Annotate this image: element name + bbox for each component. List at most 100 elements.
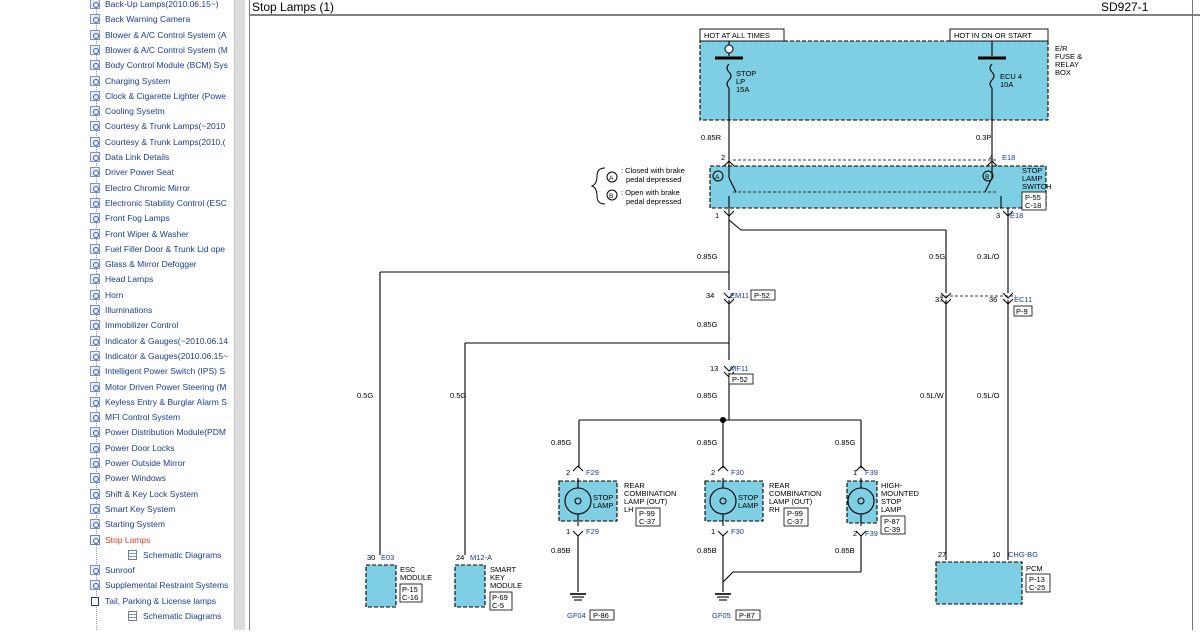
tree-item[interactable]: Electronic Stability Control (ESC — [90, 196, 227, 210]
tree-item[interactable]: Power Door Locks — [90, 441, 174, 455]
diagram-icon — [90, 29, 100, 40]
tree-item[interactable]: Power Distribution Module(PDM — [90, 425, 226, 439]
tree-item[interactable]: Illuminations — [90, 303, 152, 317]
hm-name-1: HIGH- — [881, 481, 903, 490]
connector-label: M12-A — [470, 553, 492, 562]
tree-item[interactable]: Horn — [90, 288, 123, 302]
legend-a-icon: A — [609, 175, 614, 182]
tree-item-label: Shift & Key Lock System — [105, 488, 199, 499]
tree-item[interactable]: Cooling Sysetm — [90, 104, 165, 118]
tree-item[interactable]: Head Lamps — [90, 272, 153, 286]
pcm-module — [935, 561, 1023, 605]
tree-item[interactable]: Courtesy & Trunk Lamps(2010.( — [90, 135, 225, 149]
tree-item[interactable]: Smart Key System — [90, 502, 175, 516]
wire-label: 0.85G — [697, 252, 718, 261]
tree-item-label: MFI Control System — [105, 412, 181, 423]
smart-key-name-2: KEY — [490, 573, 505, 582]
tree-item[interactable]: Glass & Mirror Defogger — [90, 257, 197, 271]
diagram-icon — [90, 519, 100, 530]
tree-item[interactable]: Supplemental Restraint Systems — [90, 578, 228, 592]
pin-label: 1 — [715, 211, 719, 220]
tree-item[interactable]: Driver Power Seat — [90, 165, 174, 179]
wire-label: 0.85B — [835, 546, 855, 555]
wire-label: 0.85R — [701, 133, 722, 142]
tree-item[interactable]: Motor Driven Power Steering (M — [90, 380, 226, 394]
diagram-icon — [90, 152, 100, 162]
tree-item[interactable]: Blower & A/C Control System (M — [90, 43, 228, 57]
tree-item-label: Illuminations — [105, 305, 153, 315]
tree-item[interactable]: Fuel Filler Door & Trunk Lid ope — [90, 242, 225, 256]
tree-item[interactable]: Stop Lamps — [90, 533, 150, 547]
tree-item[interactable]: Back Warning Camera — [90, 12, 190, 26]
pcm-ref-box — [1025, 573, 1051, 593]
lamp-lh-name-2: COMBINATION — [624, 489, 676, 498]
tree-item-label: Schematic Diagrams — [143, 611, 222, 621]
tree-item[interactable]: Shift & Key Lock System — [90, 487, 198, 501]
diagram-icon — [90, 259, 100, 270]
tree-item[interactable]: Front Wiper & Washer — [90, 227, 189, 241]
smart-key-name-3: MODULE — [490, 581, 522, 590]
diagram-icon — [90, 580, 100, 591]
tree-item[interactable]: Front Fog Lamps — [90, 211, 170, 225]
tree-item-label: Courtesy & Trunk Lamps(2010.( — [105, 136, 226, 147]
tree-item[interactable]: Body Control Module (BCM) Sys — [90, 58, 228, 72]
pin-label: 37 — [935, 295, 943, 304]
tree-item[interactable]: Charging System — [90, 74, 170, 88]
tree-item[interactable]: Indicator & Gauges(2010.06.15~ — [90, 349, 228, 363]
switch-name-1: STOP — [1022, 166, 1042, 175]
sidebar-tree: Back-Up Lamps(2010.06.15~) Back Warning C… — [0, 0, 245, 630]
tree-item-schematic-diagrams[interactable]: Schematic Diagrams — [128, 609, 221, 623]
tree-item[interactable]: Power Windows — [90, 471, 166, 485]
connector-label: F30 — [731, 468, 744, 477]
tree-item[interactable]: Power Outside Mirror — [90, 456, 185, 470]
open-book-icon — [90, 595, 100, 606]
tree-item-label: Back-Up Lamps(2010.06.15~) — [105, 0, 219, 9]
pin-label: 2 — [566, 468, 570, 477]
tree-item[interactable]: Data Link Details — [90, 150, 169, 164]
fuse-left-1: STOP — [736, 69, 756, 78]
tree-item[interactable]: Tail, Parking & License lamps — [90, 594, 216, 608]
diagram-icon — [90, 396, 100, 407]
tree-item-label: Glass & Mirror Defogger — [105, 259, 197, 270]
hot-in-on-box — [949, 28, 1049, 42]
wire-label: 0.85G — [697, 391, 718, 400]
hm-ref-2: C-39 — [884, 525, 900, 534]
wire-label: 0.5G — [357, 391, 373, 400]
connector-label: F39 — [865, 468, 878, 477]
tree-item[interactable]: Keyless Entry & Burglar Alarm S — [90, 395, 227, 409]
esc-module — [365, 564, 397, 608]
pcm-ref-2: C-25 — [1029, 583, 1045, 592]
tree-item[interactable]: MFI Control System — [90, 410, 180, 424]
document-icon — [128, 611, 137, 621]
diagram-icon — [90, 289, 100, 300]
tree-item[interactable]: Sunroof — [90, 563, 135, 577]
tree-item[interactable]: Back-Up Lamps(2010.06.15~) — [90, 0, 219, 11]
tree-item[interactable]: Intelligent Power Switch (IPS) S — [90, 364, 225, 378]
tree-item[interactable]: Clock & Cigarette Lighter (Powe — [90, 89, 226, 103]
rear-lamp-rh — [704, 480, 764, 522]
tree-item[interactable]: Electro Chromic Mirror — [90, 181, 190, 195]
tree-item[interactable]: Indicator & Gauges(~2010.06.14 — [90, 334, 228, 348]
pin-label: 4 — [989, 153, 993, 162]
wire-label: 0.85G — [551, 438, 572, 447]
esc-ref-1: P-15 — [402, 585, 418, 594]
lamp-rh-ref-2: C-37 — [787, 517, 803, 526]
switch-name-2: LAMP — [1022, 174, 1042, 183]
diagram-icon — [90, 0, 100, 9]
diagram-icon — [90, 44, 100, 55]
tree-item[interactable]: Blower & A/C Control System (A — [90, 28, 226, 42]
tree-item[interactable]: Immobilizer Control — [90, 318, 178, 332]
lamp-lh-ref-2: C-37 — [639, 517, 655, 526]
tree-item-label: Sunroof — [105, 565, 135, 576]
sidebar-scrollbar[interactable] — [234, 0, 245, 630]
diagram-icon — [90, 75, 100, 86]
tree-item-schematic-diagrams[interactable]: Schematic Diagrams — [128, 548, 221, 562]
diagram-icon — [90, 167, 100, 178]
lamp-rh-ref-box — [783, 507, 809, 527]
smart-key-name-1: SMART — [490, 565, 517, 574]
tree-item-label: Blower & A/C Control System (A — [105, 29, 227, 40]
tree-item[interactable]: Courtesy & Trunk Lamps(~2010 — [90, 119, 225, 133]
tree-item[interactable]: Starting System — [90, 517, 165, 531]
pin-label: 36 — [989, 295, 997, 304]
fuse-right-2: 10A — [1000, 80, 1013, 89]
